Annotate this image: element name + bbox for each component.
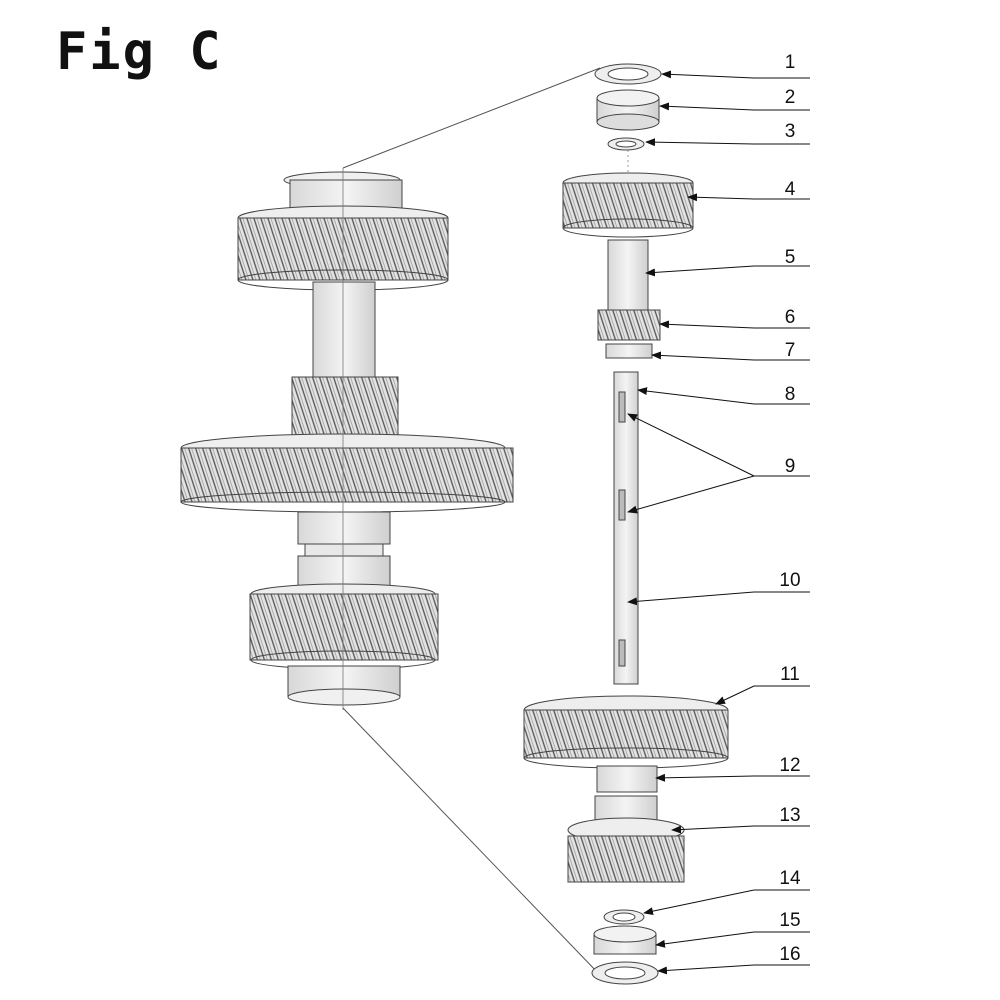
callout-leader-3 [645,138,755,147]
callout-leader-14 [643,889,755,916]
callout-leader-13 [671,825,755,834]
callout-number-16: 16 [779,944,800,965]
guide-line-bottom [342,707,601,976]
callout-number-5: 5 [785,247,796,268]
callout-leader-4 [687,193,755,202]
callout-leader-6 [659,320,755,329]
callout-number-8: 8 [785,384,796,405]
callout-leader-11 [715,685,755,705]
callout-number-7: 7 [785,340,796,361]
callout-leader-16 [657,964,755,975]
callout-leader-10 [627,591,755,606]
exploded-parts [523,63,729,985]
callout-number-11: 11 [780,664,800,685]
callout-number-4: 4 [785,179,796,200]
callout-number-15: 15 [779,910,800,931]
callout-number-6: 6 [785,307,796,328]
callout-leader-8 [637,387,755,405]
callout-leader-5 [645,265,755,277]
callout-leader-9-2 [627,475,755,514]
callout-leader-12 [655,773,755,782]
callout-number-10: 10 [779,570,800,591]
callout-number-12: 12 [779,755,800,776]
figure-title: Fig C [56,22,223,82]
callout-leader-1 [661,70,755,79]
callout-number-14: 14 [779,868,801,889]
callout-number-13: 13 [779,805,800,826]
callout-number-1: 1 [785,52,796,73]
callout-leader-15 [655,931,755,948]
callout-number-3: 3 [785,121,796,142]
callout-number-9: 9 [785,456,796,477]
callout-leader-2 [659,102,755,111]
assembled-shaft [180,168,514,710]
callout-leader-9-1 [627,413,755,477]
guide-line-top [342,67,601,169]
callout-number-2: 2 [785,87,796,108]
callout-leader-7 [651,351,755,361]
